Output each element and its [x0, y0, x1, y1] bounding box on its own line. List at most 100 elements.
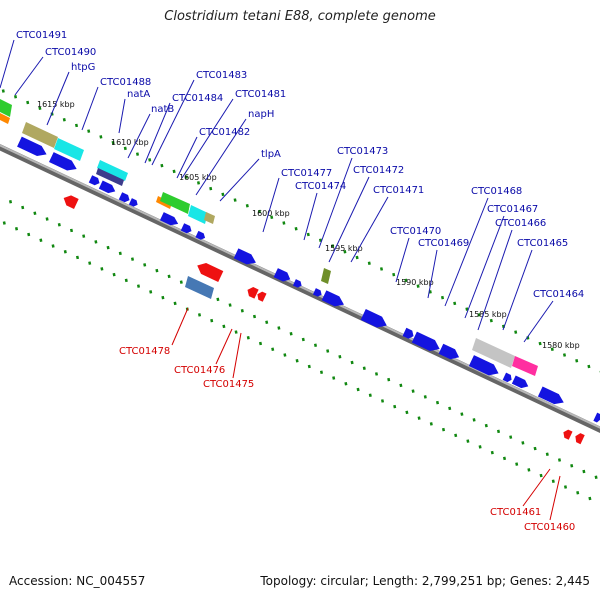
gc-tick	[26, 100, 30, 105]
gc-tick	[184, 175, 188, 179]
gc-tick	[222, 324, 226, 329]
gc-tick	[484, 423, 488, 428]
gc-tick	[143, 263, 147, 267]
gc-tick	[111, 140, 115, 145]
reverse-cds-steelblue	[185, 276, 214, 299]
gc-tick	[161, 295, 165, 300]
gc-tick	[423, 395, 427, 399]
reverse-cds-arrow	[575, 433, 585, 445]
gc-tick	[82, 234, 86, 238]
gc-tick	[379, 267, 384, 271]
gc-tick	[2, 221, 6, 225]
cds-arrow	[502, 372, 512, 383]
gc-tick	[515, 462, 519, 466]
gc-tick	[294, 227, 298, 231]
gc-tick	[51, 244, 55, 248]
gene-label: htpG	[71, 62, 95, 73]
gc-tick	[282, 221, 286, 225]
gc-tick	[417, 416, 421, 420]
gc-tick	[118, 251, 122, 256]
gc-tick	[313, 343, 318, 347]
gene-labels-bottom: CTC01478 CTC01476 CTC01475 CTC01461 CTC0…	[119, 346, 575, 533]
gc-tick	[588, 496, 592, 501]
gc-tick	[257, 209, 262, 214]
gc-tick	[221, 192, 225, 197]
gc-tick	[416, 284, 420, 288]
feature-block-cyan-3	[188, 205, 208, 224]
gene-label: CTC01464	[533, 289, 584, 300]
gene-label: CTC01490	[45, 47, 96, 58]
gc-tick	[545, 452, 549, 457]
gc-tick	[448, 406, 452, 411]
gc-tick	[94, 240, 98, 244]
gc-tick	[1, 89, 5, 93]
gc-tick	[197, 313, 202, 317]
cds-arrow	[468, 355, 499, 376]
gc-tick	[368, 393, 372, 397]
gene-label: CTC01468	[471, 186, 522, 197]
genome-summary-text: Topology: circular; Length: 2,799,251 bp…	[260, 574, 590, 588]
cds-arrow	[17, 136, 47, 156]
gc-track-lower	[2, 221, 592, 501]
gene-label: CTC01476	[174, 365, 225, 376]
gene-label: CTC01474	[295, 181, 346, 192]
gc-track-upper	[1, 89, 600, 374]
gc-tick	[57, 222, 61, 227]
gc-tick	[155, 268, 159, 273]
gene-label: CTC01483	[196, 70, 247, 81]
cds-arrow	[511, 375, 529, 389]
gene-label: CTC01473	[337, 146, 388, 157]
gc-tick	[69, 228, 74, 233]
gc-tick	[307, 364, 311, 369]
gc-tick	[326, 349, 330, 353]
gc-tick	[362, 366, 366, 370]
gc-tick	[435, 400, 440, 405]
gc-tick	[563, 485, 568, 489]
gc-tick	[355, 255, 359, 260]
reverse-cds-arrow	[247, 287, 259, 299]
cds-arrow	[402, 327, 414, 339]
cds-arrow	[360, 309, 387, 328]
gc-tick	[399, 383, 403, 388]
gc-track-inner	[8, 199, 598, 480]
gene-label: CTC01461	[490, 507, 541, 518]
cds-arrow	[233, 248, 256, 265]
cds-arrow	[159, 212, 179, 226]
feature-block-khaki	[22, 122, 58, 148]
gc-tick	[429, 422, 433, 426]
cds-arrow	[411, 331, 440, 351]
gene-label: CTC01469	[418, 238, 469, 249]
gene-label: CTC01491	[16, 30, 67, 41]
cds-arrow	[312, 288, 322, 297]
gc-tick	[350, 360, 354, 365]
gc-tick	[331, 244, 335, 248]
gc-tick	[356, 387, 360, 392]
kbp-label: 1580 kbp	[542, 341, 580, 350]
gc-tick	[234, 330, 238, 334]
gc-tick	[14, 226, 19, 231]
gc-tick	[270, 215, 274, 220]
gene-label: napH	[248, 109, 274, 120]
cds-arrow	[537, 386, 564, 405]
gc-tick	[106, 245, 110, 250]
feature-block-grey	[472, 338, 515, 368]
gc-tick	[454, 433, 458, 438]
gene-label: natB	[151, 104, 174, 115]
feature-blocks	[0, 99, 538, 376]
accession-text: Accession: NC_004557	[9, 574, 146, 588]
gc-tick	[478, 445, 482, 449]
cds-arrow	[438, 343, 460, 360]
gc-tick	[112, 272, 116, 277]
gc-tick	[380, 399, 385, 403]
gc-tick	[343, 249, 347, 254]
gene-label: CTC01465	[517, 238, 568, 249]
gene-label: CTC01475	[203, 379, 254, 390]
cds-arrow	[273, 268, 291, 282]
genome-backbone	[0, 144, 600, 433]
reverse-cds-arrow	[257, 291, 267, 302]
gene-label: natA	[127, 89, 150, 100]
feature-block-slate	[96, 168, 124, 186]
gc-tick	[135, 152, 140, 156]
gc-tick	[301, 337, 305, 342]
gene-label: tlpA	[261, 149, 281, 160]
